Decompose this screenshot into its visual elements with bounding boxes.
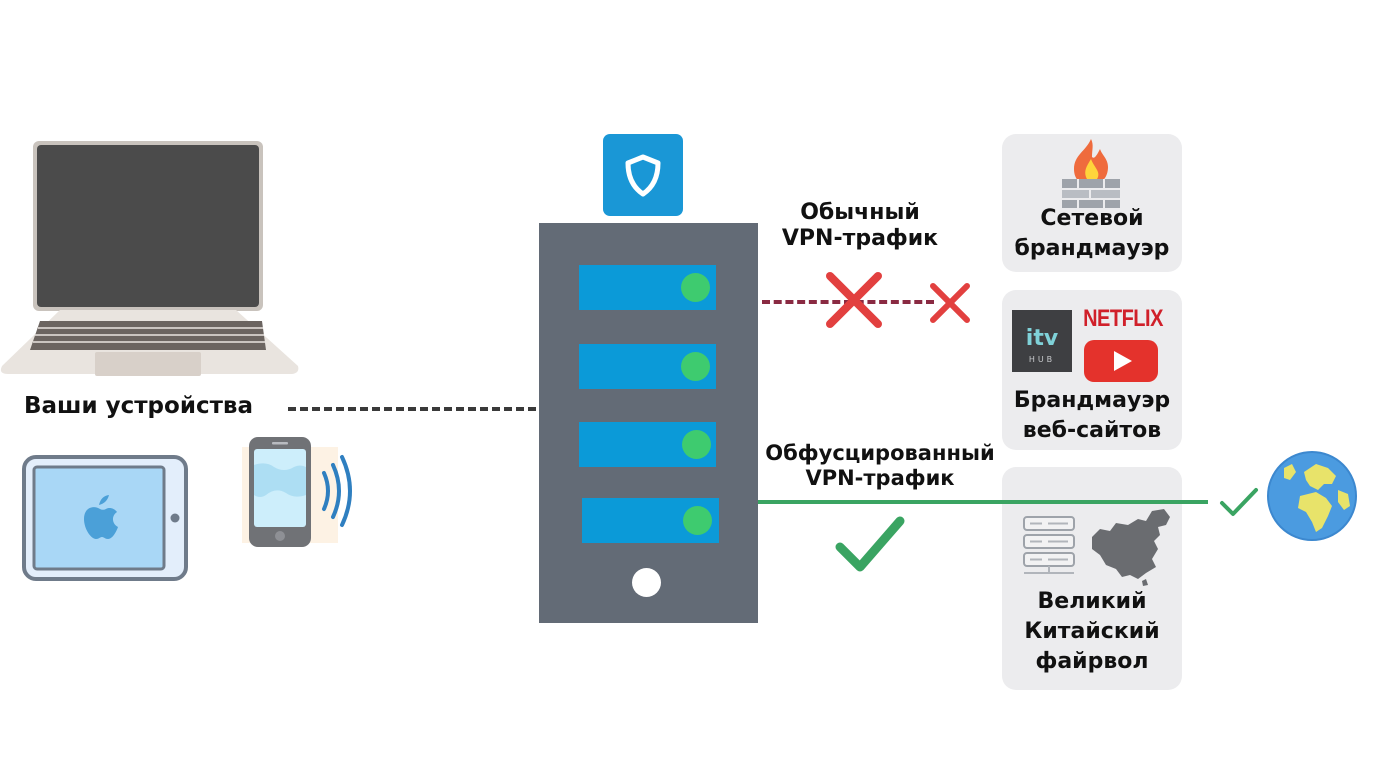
obfuscated-traffic-line xyxy=(758,500,1208,504)
svg-text:itv: itv xyxy=(1026,326,1059,351)
smartphone-wireless-icon xyxy=(228,435,358,550)
great-firewall-line3: файрвол xyxy=(1035,649,1149,674)
tablet-apple-icon xyxy=(22,455,188,581)
globe-icon xyxy=(1266,450,1358,542)
server-slot xyxy=(579,265,716,310)
allowed-check-icon xyxy=(832,513,908,577)
device-link-dashed-line xyxy=(288,407,536,411)
devices-label: Ваши устройства xyxy=(24,393,253,419)
shield-icon xyxy=(603,134,683,216)
regular-traffic-label-line2: VPN-трафик xyxy=(781,226,939,252)
server-slot xyxy=(579,422,716,467)
status-led xyxy=(681,352,710,381)
svg-text:HUB: HUB xyxy=(1029,355,1055,364)
website-firewall-card: itv HUB NETFLIX Брандмауэр веб-сайтов xyxy=(1002,290,1182,450)
great-firewall-card: Великий Китайский файрвол xyxy=(1002,467,1182,690)
power-button xyxy=(632,568,661,597)
server-slot xyxy=(579,344,716,389)
netflix-logo: NETFLIX xyxy=(1083,305,1163,333)
great-firewall-line2: Китайский xyxy=(1024,619,1160,644)
website-firewall-line1: Брандмауэр xyxy=(1013,388,1171,413)
regular-traffic-label-line1: Обычный xyxy=(800,200,920,225)
obfuscated-traffic-label-line2: VPN-трафик xyxy=(805,466,955,491)
youtube-icon xyxy=(1084,340,1158,382)
firewall-fire-icon xyxy=(1056,137,1126,209)
great-firewall-line1: Великий xyxy=(1037,589,1147,614)
server-rack-icon xyxy=(1022,515,1078,577)
server-slot xyxy=(582,498,719,543)
blocked-x-icon xyxy=(822,268,886,332)
regular-traffic-label: Обычный VPN-трафик xyxy=(760,200,960,253)
allowed-check-icon xyxy=(1218,485,1260,519)
status-led xyxy=(682,430,711,459)
network-firewall-line1: Сетевой xyxy=(1040,206,1144,231)
itv-hub-logo: itv HUB xyxy=(1012,310,1072,372)
china-map-icon xyxy=(1086,507,1174,587)
status-led xyxy=(681,273,710,302)
obfuscated-traffic-label-line1: Обфусцированный xyxy=(765,441,995,465)
network-firewall-card: Сетевой брандмауэр xyxy=(1002,134,1182,272)
obfuscated-traffic-label: Обфусцированный VPN-трафик xyxy=(745,441,1015,491)
status-led xyxy=(683,506,712,535)
vpn-server xyxy=(539,223,758,623)
blocked-x-icon xyxy=(928,281,972,325)
website-firewall-line2: веб-сайтов xyxy=(1022,418,1162,443)
laptop-icon xyxy=(0,138,300,378)
network-firewall-line2: брандмауэр xyxy=(1014,236,1170,261)
